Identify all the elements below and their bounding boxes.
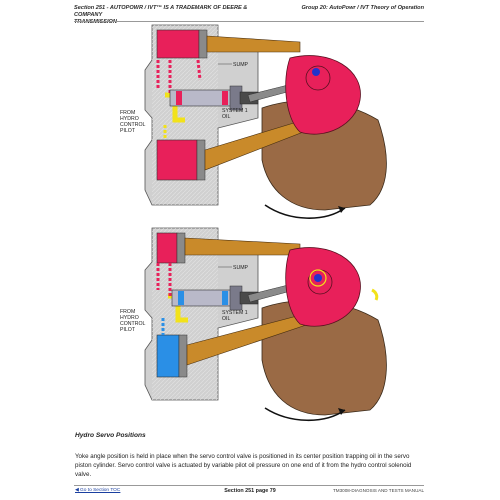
lower-piston-chamber-bottom <box>156 334 180 378</box>
system-label-bottom-1: SYSTEM 1 <box>222 310 248 316</box>
hydro-label-top-2: HYDRO <box>120 116 139 122</box>
page-number: Section 251 page 79 <box>224 488 276 494</box>
upper-piston-rod-bottom <box>184 237 301 256</box>
header-left-line2: TRANSMISSION <box>74 19 117 25</box>
header-divider <box>74 21 424 22</box>
figure-top: SUMP SYSTEM 1 OIL FROM HYDRO CONTROL PIL… <box>120 24 387 219</box>
upper-piston-chamber-bottom <box>156 232 178 264</box>
upper-piston-chamber-top <box>156 29 200 59</box>
footer-divider <box>74 485 424 486</box>
hydro-label-bottom-3: CONTROL <box>120 321 145 327</box>
hydro-label-bottom-1: FROM <box>120 309 135 315</box>
header-left-line1: Section 251 - AUTOPOWR / IVT™ IS A TRADE… <box>74 5 248 18</box>
section-body: Yoke angle position is held in place whe… <box>75 453 412 478</box>
rotation-arrow-bottom <box>264 407 346 422</box>
manual-title: TM3008-DIAGNOSIS AND TESTS MANUAL <box>332 488 424 493</box>
rotation-arrow-top <box>264 204 346 219</box>
hydro-label-bottom-2: HYDRO <box>120 315 139 321</box>
sump-label-bottom: SUMP <box>233 265 249 271</box>
system-label-top-2: OIL <box>222 114 230 120</box>
pivot-pin-top <box>312 68 320 76</box>
back-arrow-icon: ◀ <box>75 488 81 493</box>
pivot-pin-bottom <box>314 274 322 282</box>
hydro-label-top-4: PILOT <box>120 128 136 134</box>
section-title: Hydro Servo Positions <box>75 432 146 439</box>
hydro-label-bottom-4: PILOT <box>120 327 136 333</box>
hydro-label-top-3: CONTROL <box>120 122 145 128</box>
system-label-bottom-2: OIL <box>222 316 230 322</box>
yoke-cam-top <box>285 55 361 135</box>
figure-bottom: SUMP SYSTEM 1 OIL FROM HYDRO CONTROL PIL… <box>120 227 387 422</box>
servo-diagram: SUMP SYSTEM 1 OIL FROM HYDRO CONTROL PIL… <box>120 24 387 422</box>
header-right: Group 20: AutoPowr / IVT Theory of Opera… <box>301 5 424 11</box>
system-label-top-1: SYSTEM 1 <box>222 108 248 114</box>
go-to-section-toc-label: Go to Section TOC <box>80 488 121 493</box>
sump-label-top: SUMP <box>233 62 249 68</box>
hydro-label-top-1: FROM <box>120 110 135 116</box>
go-to-section-toc-link[interactable]: ◀ Go to Section TOC <box>75 488 120 493</box>
header-left: Section 251 - AUTOPOWR / IVT™ IS A TRADE… <box>74 5 274 26</box>
lower-piston-chamber-top <box>156 139 198 181</box>
upper-piston-rod-top <box>206 35 301 53</box>
